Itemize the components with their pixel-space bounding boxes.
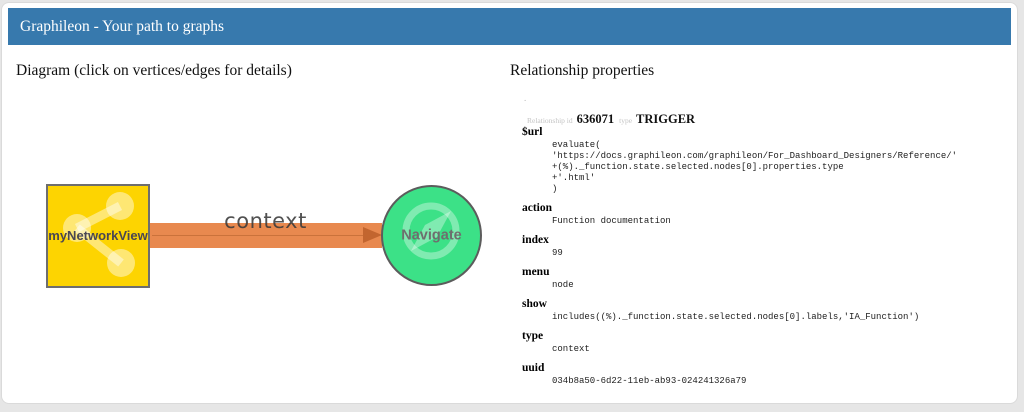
relationship-id-value: 636071 xyxy=(576,112,615,126)
compass-icon xyxy=(402,202,460,260)
diagram-heading: Diagram (click on vertices/edges for det… xyxy=(16,62,292,79)
property-row: uuid 034b8a50-6d22-11eb-ab93-024241326a7… xyxy=(522,362,1012,387)
vertex-label: myNetworkView xyxy=(48,227,148,243)
share-icon xyxy=(63,192,135,277)
property-row: action Function documentation xyxy=(522,202,1012,227)
panel-dot: . xyxy=(524,93,527,103)
property-key: action xyxy=(522,202,553,214)
property-key: menu xyxy=(522,266,550,278)
property-key: uuid xyxy=(522,362,545,374)
property-value: node xyxy=(552,280,574,290)
vertex-mynetworkview[interactable]: myNetworkView xyxy=(46,184,150,288)
property-value: Function documentation xyxy=(552,216,671,226)
properties-heading: Relationship properties xyxy=(510,62,655,79)
property-key: show xyxy=(522,298,547,310)
property-row: type context xyxy=(522,330,1012,355)
property-row: index 99 xyxy=(522,234,1012,259)
property-list: $url evaluate( 'https://docs.graphileon.… xyxy=(522,126,1012,394)
vertex-label: Navigate xyxy=(401,227,462,244)
property-value: evaluate( 'https://docs.graphileon.com/g… xyxy=(552,140,958,194)
relationship-type-value: TRIGGER xyxy=(636,112,696,126)
app-title: Graphileon - Your path to graphs xyxy=(20,17,225,35)
property-key: $url xyxy=(522,126,543,138)
edge-arrowhead-icon xyxy=(363,227,382,243)
app-header: Graphileon - Your path to graphs xyxy=(8,8,1011,45)
property-row: show includes((%)._function.state.select… xyxy=(522,298,1012,323)
relationship-type-label: type xyxy=(619,116,633,125)
diagram-canvas[interactable]: context myNetworkView Navigate xyxy=(2,53,502,403)
property-row: menu node xyxy=(522,266,1012,291)
vertex-navigate[interactable]: Navigate xyxy=(381,185,482,286)
edge-label[interactable]: context xyxy=(224,209,307,233)
property-value: 99 xyxy=(552,248,563,258)
property-value: context xyxy=(552,344,590,354)
property-key: index xyxy=(522,234,549,246)
property-key: type xyxy=(522,330,544,342)
property-row: $url evaluate( 'https://docs.graphileon.… xyxy=(522,126,1012,195)
relationship-id-label: Relationship id xyxy=(527,116,573,125)
app-window: Graphileon - Your path to graphs Diagram… xyxy=(2,3,1017,403)
edge-line xyxy=(152,235,364,236)
property-value: includes((%)._function.state.selected.no… xyxy=(552,312,920,322)
property-value: 034b8a50-6d22-11eb-ab93-024241326a79 xyxy=(552,376,747,386)
